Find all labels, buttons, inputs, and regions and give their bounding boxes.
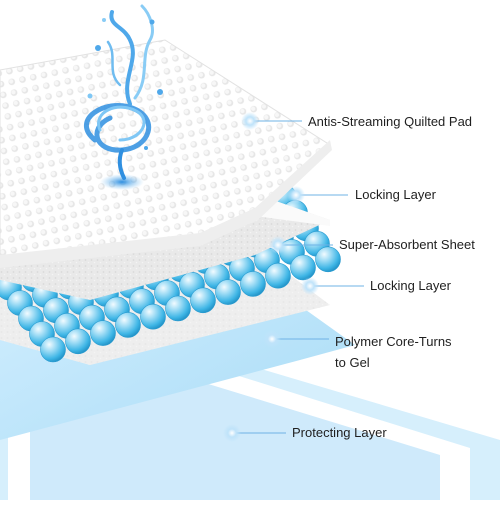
label-locking-layer-upper: Locking Layer [355, 187, 436, 202]
marker-dot-4 [301, 277, 319, 295]
absorbent-bead [140, 303, 166, 330]
absorbent-bead [315, 246, 341, 273]
absorbent-bead [290, 254, 316, 281]
marker-dot-5 [263, 330, 281, 348]
label-polymer-core-line2: to Gel [335, 355, 370, 370]
leader-dots [223, 112, 319, 442]
label-polymer-core-line1: Polymer Core-Turns [335, 334, 452, 349]
absorbent-bead [40, 336, 66, 363]
marker-dot-2 [287, 186, 305, 204]
label-protecting-layer: Protecting Layer [292, 425, 387, 440]
absorbent-bead [190, 287, 216, 314]
absorbent-bead [65, 328, 91, 355]
absorbent-bead [90, 320, 116, 346]
absorbent-bead [240, 271, 266, 297]
marker-dot-3 [269, 236, 287, 254]
label-polymer-core: Polymer Core-Turns to Gel [335, 331, 452, 373]
absorbent-bead [265, 262, 291, 289]
water-splash-graphic [84, 4, 163, 190]
quilted-pad-layer [0, 39, 332, 268]
marker-dot-1 [241, 112, 259, 130]
label-super-absorbent-sheet: Super-Absorbent Sheet [339, 237, 475, 252]
marker-dot-6 [223, 424, 241, 442]
label-locking-layer-lower: Locking Layer [370, 278, 451, 293]
absorbent-bead [215, 279, 241, 305]
absorbent-bead [115, 312, 141, 338]
absorbent-bead [165, 295, 191, 322]
label-quilted-pad: Antis-Streaming Quilted Pad [308, 114, 473, 129]
